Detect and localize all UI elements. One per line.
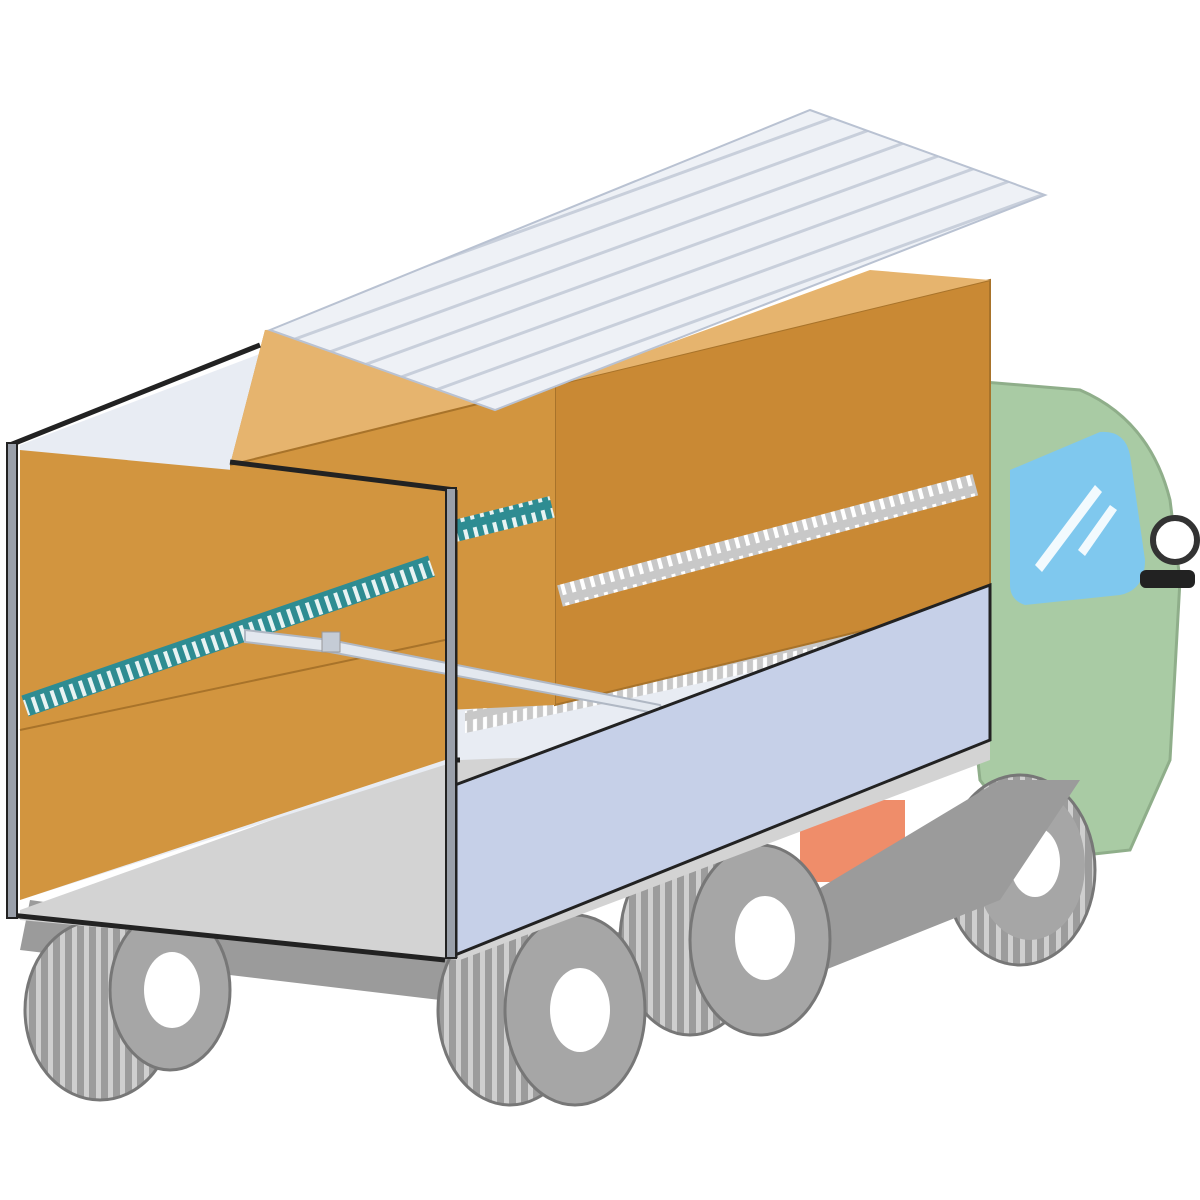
roof-panel — [267, 108, 1048, 412]
tire — [436, 913, 647, 1107]
tire — [23, 908, 232, 1102]
cab — [958, 378, 1200, 862]
side-mirror — [1140, 515, 1200, 588]
